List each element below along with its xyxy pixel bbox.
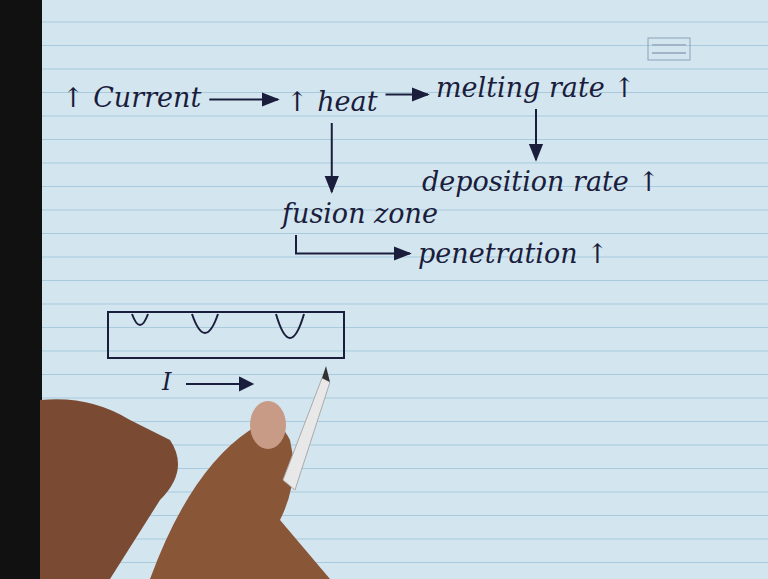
current-symbol: I: [162, 368, 171, 396]
note-text: ↑ heat: [286, 86, 378, 117]
note-text: penetration ↑: [418, 238, 609, 269]
hand: [40, 366, 330, 579]
ruled-line: [42, 233, 768, 234]
note-text: deposition rate ↑: [422, 166, 660, 197]
stamp-box: [648, 38, 690, 60]
flow-term: ↑ Current: [58, 80, 205, 115]
ruled-line: [42, 374, 768, 375]
ruled-line: [42, 139, 768, 140]
flow-arrow: [535, 109, 537, 160]
flow-arrow: [386, 94, 428, 96]
ruled-line: [42, 22, 768, 23]
note-text: melting rate ↑: [436, 72, 636, 103]
note-text: fusion zone: [282, 198, 438, 229]
ruled-line: [42, 45, 768, 46]
ruled-line: [42, 539, 768, 540]
flow-term: ↑ heat: [282, 84, 382, 119]
ruled-line: [42, 163, 768, 164]
dark-edge: [0, 0, 42, 579]
ruled-line: [42, 280, 768, 281]
flow-term: penetration ↑: [414, 236, 613, 271]
ruled-line: [42, 304, 768, 305]
ruled-line: [42, 257, 768, 258]
ruled-line: [42, 515, 768, 516]
ruled-line: [42, 421, 768, 422]
ruled-line: [42, 69, 768, 70]
flow-arrow: [296, 235, 410, 254]
flow-arrow: [331, 123, 333, 192]
ruled-line: [42, 398, 768, 399]
flow-term: melting rate ↑: [432, 70, 640, 105]
flow-arrow: [209, 99, 278, 101]
flow-term: fusion zone: [278, 196, 442, 231]
ruled-line: [42, 116, 768, 117]
flow-term: deposition rate ↑: [418, 164, 664, 199]
note-text: ↑ Current: [62, 82, 201, 113]
ruled-line: [42, 562, 768, 563]
ruled-line: [42, 327, 768, 328]
ruled-line: [42, 351, 768, 352]
plate-sketch: [108, 312, 344, 390]
